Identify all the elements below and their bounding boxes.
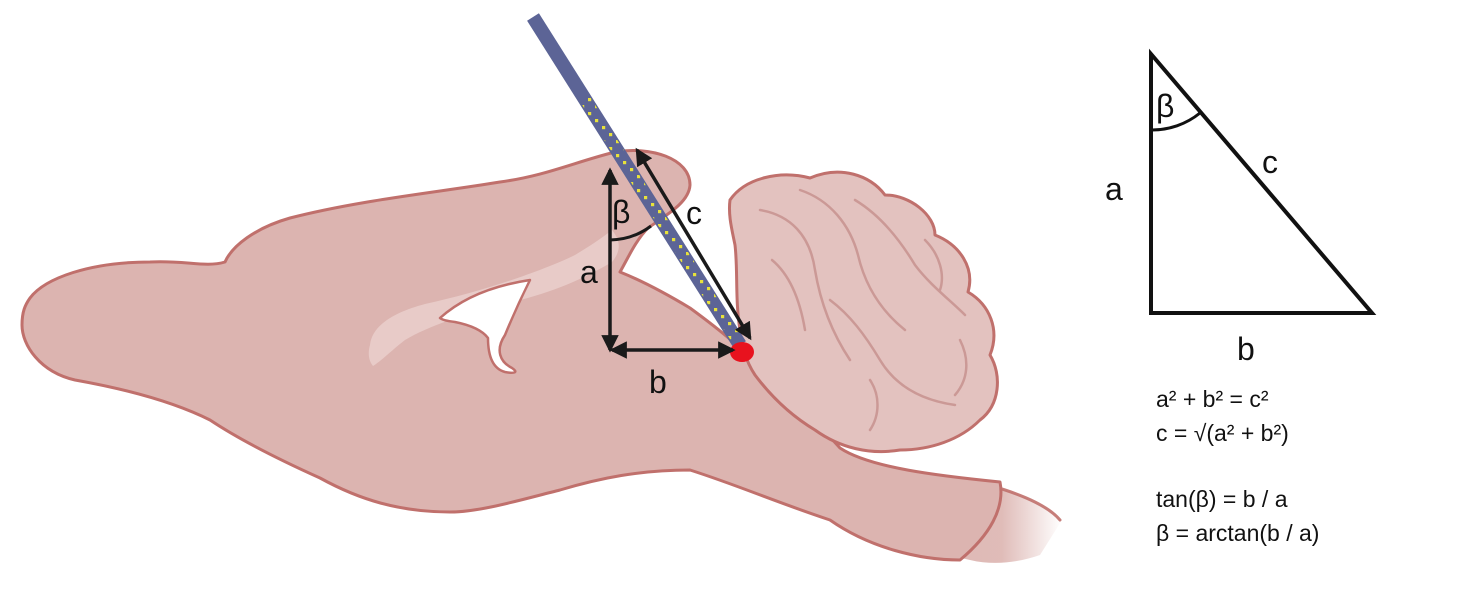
cerebellar-folia [758,188,968,432]
reference-triangle: β a c b [1105,48,1377,367]
brain-illustration [20,148,1062,563]
equation-tangent: tan(β) = b / a [1156,486,1288,512]
brain-label-c: c [686,195,702,231]
triangle-label-beta: β [1156,88,1174,124]
equation-hypotenuse: c = √(a² + b²) [1156,420,1289,446]
angle-arc-beta-brain [609,224,652,242]
arrow-c [635,147,752,341]
triangle-shape [1149,48,1377,315]
brain-label-b: b [649,364,667,400]
equation-arctangent: β = arctan(b / a) [1156,520,1319,546]
angle-arc-beta-triangle [1150,111,1201,132]
lateral-ventricle [438,278,532,375]
equations: a² + b² = c² c = √(a² + b²) tan(β) = b /… [1156,386,1319,546]
brain-label-beta: β [612,194,630,230]
brain-label-a: a [580,254,598,290]
equation-pythagoras: a² + b² = c² [1156,386,1269,412]
triangle-label-b: b [1237,331,1255,367]
cerebrum [20,148,1003,562]
target-site [730,342,754,362]
brain-measurements: a b c β [580,147,752,400]
triangle-label-c: c [1262,144,1278,180]
triangle-label-a: a [1105,171,1123,207]
